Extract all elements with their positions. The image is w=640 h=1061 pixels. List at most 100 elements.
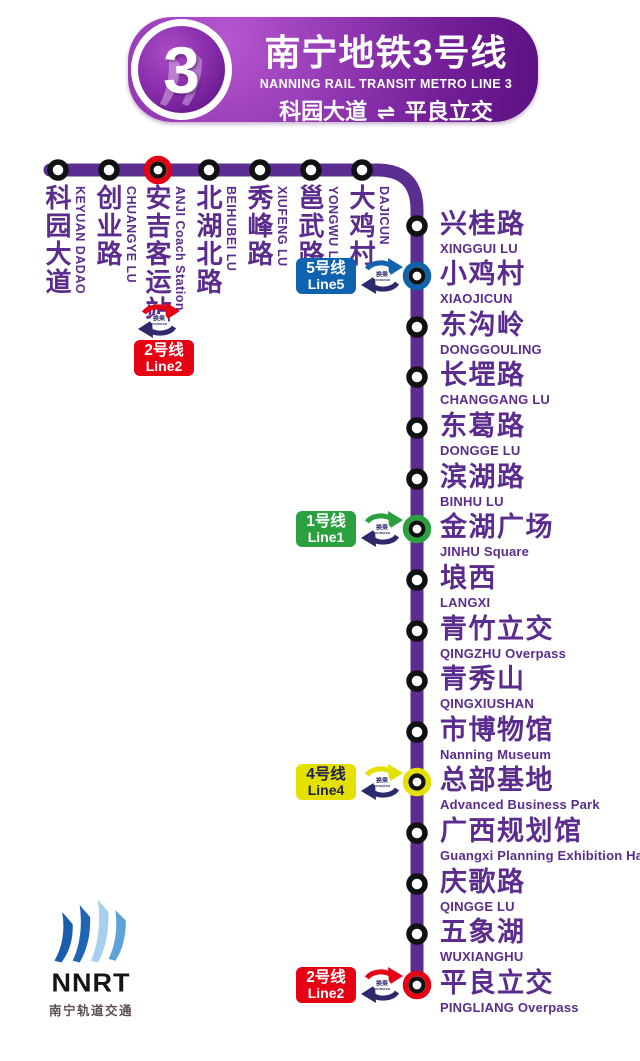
station-name-zh: 金湖广场: [440, 512, 554, 542]
logo-swoosh-icon: [54, 899, 126, 963]
transfer-icon: [359, 762, 405, 802]
badge-swoosh-icon: [160, 46, 202, 106]
station-name-zh: 秀峰路: [244, 184, 274, 268]
station-name-en: BEIHUBEI LU: [224, 186, 238, 272]
station-label: 庆歌路 QINGGE LU: [440, 869, 526, 915]
station-label: 金湖广场 JINHU Square: [440, 514, 554, 560]
station-name-zh: 东葛路: [440, 411, 526, 441]
station-label: 小鸡村 XIAOJICUN: [440, 261, 526, 307]
station-name-en: DONGGE LU: [440, 443, 521, 458]
station-marker: [406, 721, 428, 743]
station-name-en: Advanced Business Park: [440, 797, 600, 812]
station-label: 埌西 LANGXI: [440, 565, 497, 611]
station-label: 市博物馆 Nanning Museum: [440, 717, 554, 763]
station-name-en: YONGWU LU: [326, 186, 340, 269]
station-name-en: PINGLIANG Overpass: [440, 1000, 579, 1015]
route-from-en: KEYUANDADAO: [276, 126, 347, 136]
station-marker: [406, 923, 428, 945]
station-marker: [406, 417, 428, 439]
station-name-en: KEYUAN DADAO: [73, 186, 87, 295]
station-name-en: CHUANGYE LU: [124, 186, 138, 284]
station-name-zh: 北湖北路: [193, 184, 223, 296]
station-name-en: ANJI Coach Station: [173, 186, 187, 311]
logo-text: NNRT: [51, 968, 131, 998]
station-marker: [249, 159, 271, 181]
transfer-icon: [359, 256, 405, 296]
line-badge-en: Line2: [145, 357, 183, 374]
station-name-zh: 创业路: [93, 184, 123, 268]
station-name-en: Guangxi Planning Exhibition Hall: [440, 848, 640, 863]
line-badge-en: Line1: [307, 528, 345, 545]
station-name-zh: 埌西: [440, 563, 497, 593]
line-number-badge: 3: [131, 19, 232, 120]
station-name-en: Nanning Museum: [440, 747, 552, 762]
station-name-en: LANGXI: [440, 595, 491, 610]
transfer-icon: [359, 509, 405, 549]
station-name-en: XIAOJICUN: [440, 291, 513, 306]
station-marker: [402, 514, 432, 544]
station-name-zh: 科园大道: [42, 184, 72, 296]
station-marker: [406, 620, 428, 642]
line-badge-en: Line2: [307, 984, 345, 1001]
station-name-zh: 庆歌路: [440, 867, 526, 897]
station-name-zh: 青竹立交: [440, 614, 554, 644]
station-name-en: DAJICUN: [377, 186, 391, 246]
station-name-en: DONGGOULING: [440, 342, 542, 357]
transfer-icon: [359, 965, 405, 1005]
route-termini: 科园大道⇌平良立交: [240, 94, 532, 126]
station-marker: [402, 767, 432, 797]
station-name-zh: 滨湖路: [440, 462, 526, 492]
station-marker: [198, 159, 220, 181]
header-banner: 3 南宁地铁3号线 NANNING RAIL TRANSIT METRO LIN…: [128, 17, 538, 136]
station-name-en: CHANGGANG LU: [440, 392, 551, 407]
station-name-zh: 市博物馆: [440, 715, 554, 745]
line-number: 3: [163, 32, 200, 107]
station-marker: [402, 261, 432, 291]
station-marker: [406, 316, 428, 338]
line-badge-zh: 2号线: [306, 968, 346, 986]
logo-subtitle: 南宁轨道交通: [48, 1004, 133, 1018]
station-marker: [406, 670, 428, 692]
station-marker: [406, 822, 428, 844]
station-name-en: QINGGE LU: [440, 899, 515, 914]
line-badge-en: Line5: [307, 275, 345, 292]
line3-track: [43, 163, 424, 992]
route-to-zh: 平良立交: [404, 99, 493, 124]
nnrt-logo: NNRT 南宁轨道交通: [36, 898, 146, 1019]
station-name-en: JINHU Square: [440, 544, 530, 559]
bidirectional-arrow-icon: ⇌: [377, 101, 395, 124]
line-badge-zh: 5号线: [306, 259, 346, 277]
transfer-icon: [136, 300, 182, 340]
line-badge-zh: 2号线: [144, 341, 184, 359]
station-name-en: XIUFENG LU: [275, 186, 289, 267]
title-zh: 南宁地铁3号线: [264, 32, 508, 73]
station-name-zh: 小鸡村: [440, 259, 526, 289]
route-to-en: PINGLIANG OVERPASS: [404, 126, 506, 136]
station-name-en: BINHU LU: [440, 494, 504, 509]
station-marker: [143, 155, 173, 185]
station-marker: [351, 159, 373, 181]
station-label: 滨湖路 BINHU LU: [440, 464, 526, 510]
station-name-en: WUXIANGHU: [440, 949, 524, 964]
title-en: NANNING RAIL TRANSIT METRO LINE 3: [259, 77, 513, 91]
station-marker: [406, 215, 428, 237]
station-name-en: XINGGUI LU: [440, 241, 518, 256]
station-marker: [406, 873, 428, 895]
station-marker: [406, 468, 428, 490]
